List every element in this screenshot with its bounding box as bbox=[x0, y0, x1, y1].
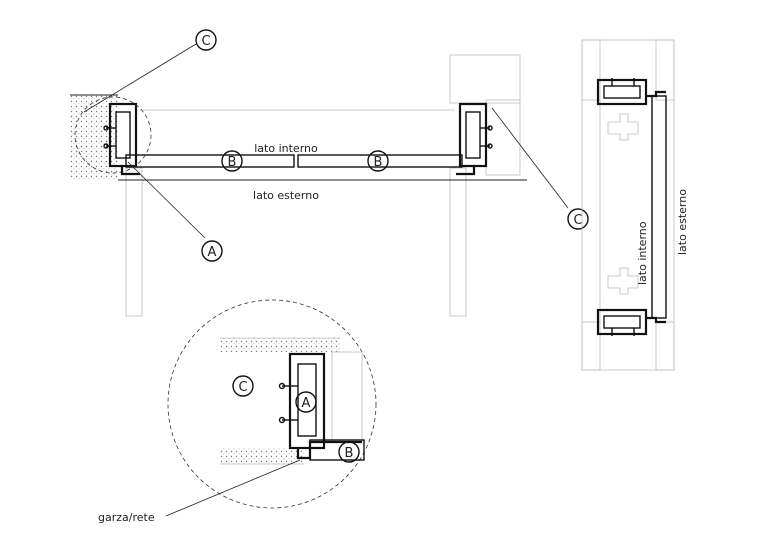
callout-c-detail: C bbox=[232, 375, 254, 397]
leader-a bbox=[127, 161, 206, 239]
label-lato-esterno-plan: lato esterno bbox=[253, 189, 319, 202]
detail-view: C A B garza/rete bbox=[98, 299, 377, 524]
section-mid-profile-top bbox=[607, 113, 639, 141]
detail-marker-circle bbox=[74, 96, 152, 174]
detail-screen-panel bbox=[309, 439, 365, 461]
left-wall-jamb bbox=[125, 167, 143, 317]
plan-view: C A B B C lato interno lato esterno bbox=[70, 29, 589, 317]
svg-text:C: C bbox=[238, 380, 247, 395]
detail-wall-bottom bbox=[220, 448, 304, 464]
callout-a-detail: A bbox=[295, 391, 317, 413]
label-garza-rete: garza/rete bbox=[98, 511, 155, 524]
right-frame-profile bbox=[456, 102, 493, 176]
svg-text:A: A bbox=[208, 245, 217, 260]
section-screen-panel bbox=[651, 95, 667, 319]
callout-b-left: B bbox=[221, 150, 243, 172]
section-wall-right-bottom bbox=[655, 321, 675, 371]
label-lato-interno-section: lato interno bbox=[636, 221, 649, 285]
screen-panel-left bbox=[125, 154, 295, 168]
svg-text:C: C bbox=[201, 34, 210, 49]
screen-panel-right bbox=[297, 154, 463, 168]
svg-text:B: B bbox=[228, 155, 237, 170]
callout-c-top: C bbox=[195, 29, 217, 51]
label-lato-esterno-section: lato esterno bbox=[676, 189, 689, 255]
detail-ghost-block bbox=[331, 351, 363, 443]
left-frame-profile bbox=[103, 102, 140, 176]
label-lato-interno-plan: lato interno bbox=[254, 142, 318, 155]
leader-c-top bbox=[83, 43, 197, 113]
callout-b-detail: B bbox=[338, 441, 360, 463]
detail-wall-top bbox=[220, 338, 340, 352]
svg-text:B: B bbox=[345, 446, 354, 461]
callout-b-right: B bbox=[367, 150, 389, 172]
right-wall-jamb bbox=[449, 167, 467, 317]
section-bottom-frame bbox=[596, 308, 666, 336]
leader-garza-rete bbox=[165, 459, 301, 517]
section-view: lato interno lato esterno bbox=[581, 39, 689, 371]
callout-c-right: C bbox=[567, 208, 589, 230]
callout-a-plan: A bbox=[201, 240, 223, 262]
svg-text:A: A bbox=[302, 396, 311, 411]
svg-text:B: B bbox=[374, 155, 383, 170]
svg-text:C: C bbox=[573, 213, 582, 228]
right-wall-upper bbox=[449, 54, 521, 104]
section-top-frame bbox=[596, 78, 666, 106]
detail-circle bbox=[167, 299, 377, 509]
leader-c-right bbox=[491, 107, 569, 209]
section-mid-profile-bottom bbox=[607, 267, 639, 295]
